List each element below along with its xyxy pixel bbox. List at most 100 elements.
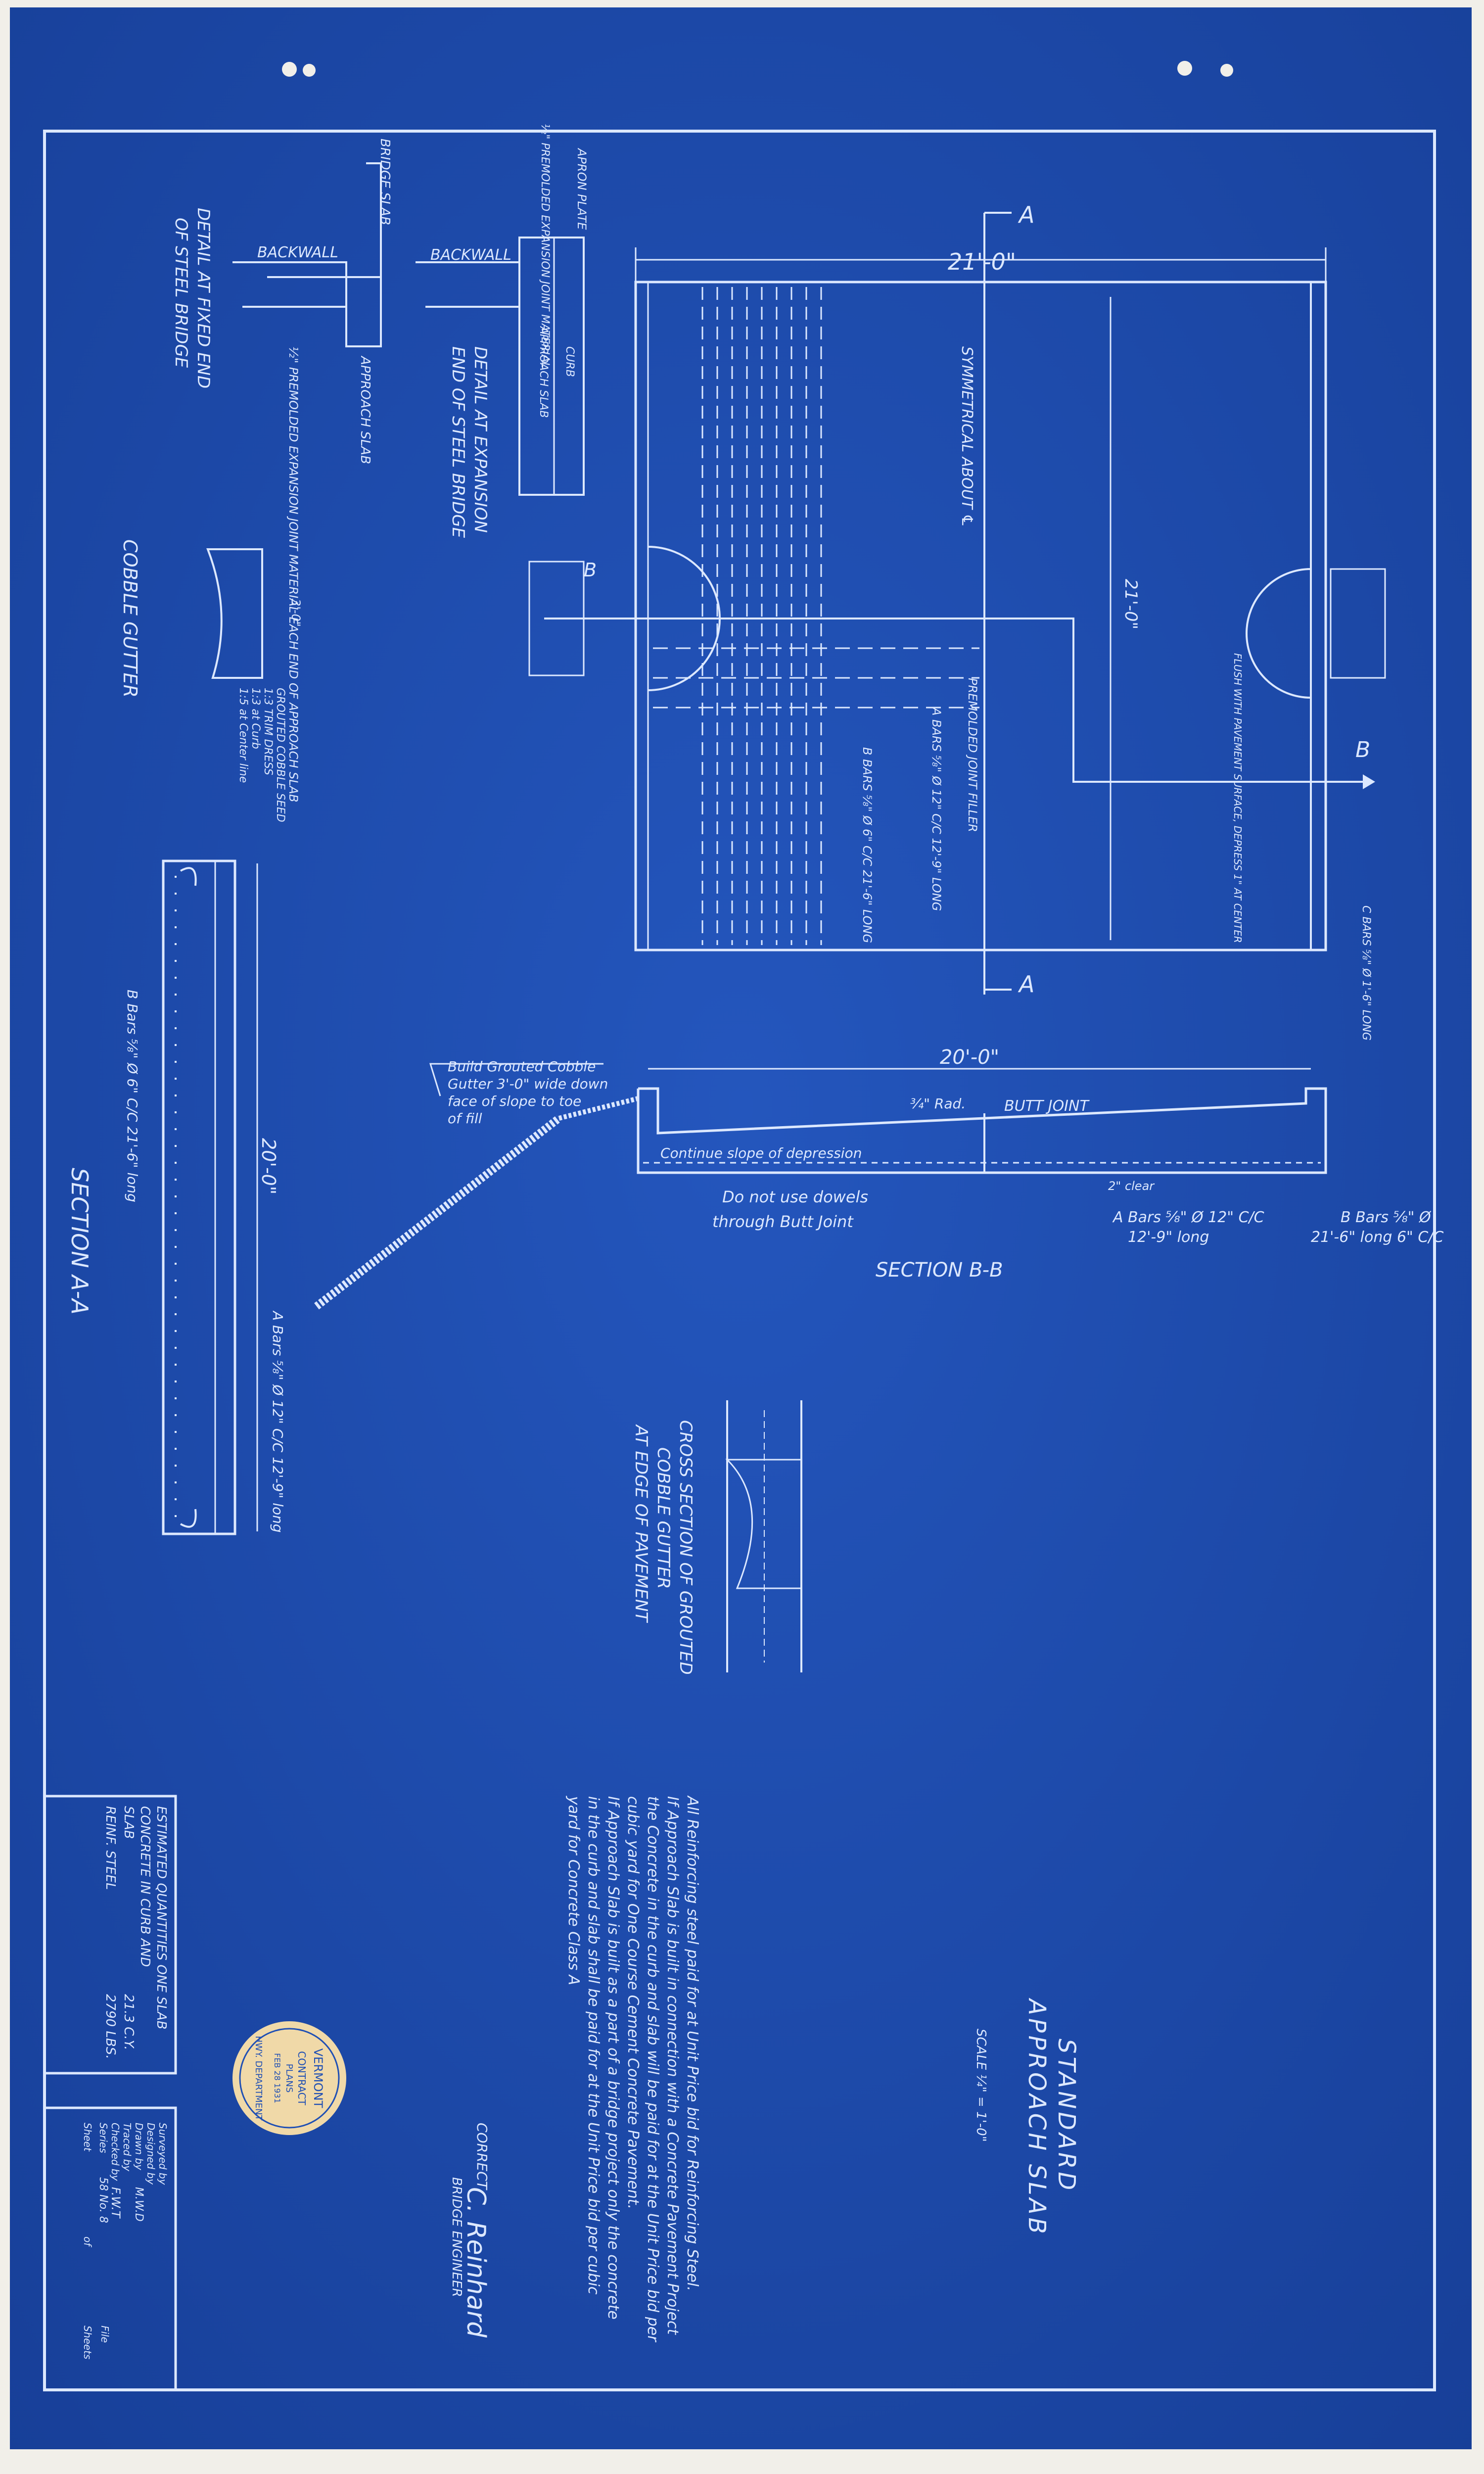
gutter-note-4: of fill <box>448 1110 482 1127</box>
approval-seal: VERMONT CONTRACT PLANS FEB 28 1931 HWY. … <box>232 2021 346 2135</box>
section-bb-a-bars: A Bars ⅝" Ø 12" C/C <box>1112 1209 1264 1226</box>
seal-disc <box>232 2021 346 2135</box>
plan-cross-bars <box>653 647 979 709</box>
punch-hole <box>1177 61 1192 76</box>
credit-label: Checked by <box>109 2123 121 2182</box>
section-b-mark-left: B <box>584 559 597 581</box>
section-aa-slab <box>162 859 236 1535</box>
of-label: of <box>82 2236 93 2247</box>
cross-section-title-3: AT EDGE OF PAVEMENT <box>631 1424 651 1623</box>
expansion-curb-label: CURB <box>563 346 576 377</box>
note-line: All Reinforcing steel paid for at Unit P… <box>684 1795 701 2291</box>
quantities-item: SLAB <box>121 1806 136 1839</box>
section-bb-dowel-note-2: through Butt Joint <box>712 1212 854 1231</box>
section-bb-butt-joint-label: BUTT JOINT <box>1004 1097 1090 1115</box>
section-b-mark-right: B <box>1355 737 1370 762</box>
section-bb-b-bars: B Bars ⅝" Ø <box>1341 1209 1432 1226</box>
section-b-arrow <box>1363 774 1375 789</box>
cobble-note-4: 1:5 at Center line <box>237 688 249 783</box>
expansion-approach-slab <box>518 237 585 496</box>
fixed-title-2: OF STEEL BRIDGE <box>171 218 191 368</box>
credit-value: F.W.T <box>109 2187 123 2219</box>
quantities-table: ESTIMATED QUANTITIES ONE SLAB CONCRETE I… <box>43 1795 177 2075</box>
cobble-note-3: 1:3 at Curb <box>249 688 262 749</box>
punch-hole <box>1220 64 1233 77</box>
fixed-joint-label: ½" PREMOLDED EXPANSION JOINT MATERIAL EA… <box>286 346 300 803</box>
note-line: If Approach Slab is built as a part of a… <box>604 1796 622 2320</box>
section-aa-a-bars: A Bars ⅝" Ø 12" C/C 12'-9" long <box>270 1310 286 1533</box>
section-bb-slab <box>637 1087 1327 1174</box>
plan-cobble-right <box>1330 568 1386 679</box>
seal-line-5: HWY. DEPARTMENT <box>253 2036 264 2121</box>
fixed-approach-slab-label: APPROACH SLAB <box>358 355 372 464</box>
section-a-mark-top: A <box>1018 201 1034 228</box>
credit-label: Traced by <box>121 2123 133 2172</box>
seal-line-2: CONTRACT <box>296 2051 308 2105</box>
quantities-value: 2790 LBS. <box>103 1994 118 2059</box>
drawing-title: STANDARD APPROACH SLAB SCALE ¼" = 1'-0" … <box>449 1998 1080 2338</box>
section-aa-hook-top <box>180 867 197 886</box>
cobble-slope <box>314 1115 561 1310</box>
quantities-heading: ESTIMATED QUANTITIES ONE SLAB <box>154 1806 169 2030</box>
expansion-backwall <box>416 261 520 308</box>
plan-view: B B A A 21'-0" 21'-0" <box>528 201 1386 1041</box>
quantities-subheading: CONCRETE IN CURB AND <box>138 1806 152 1967</box>
quantities-value: 21.3 C.Y. <box>121 1994 136 2050</box>
section-bb-rad: ¾" Rad. <box>910 1095 966 1112</box>
credit-label: Designed by <box>145 2123 157 2185</box>
section-bb: 20'-0" ¾" Rad. BUTT JOINT Continue slope… <box>314 1046 1443 1310</box>
detail-expansion-end: BACKWALL APRON PLATE CURB APPROACH SLAB … <box>416 124 589 538</box>
cobble-gutter-width: 3'-0" <box>289 599 303 627</box>
note-line: in the curb and slab shall be paid for a… <box>585 1796 602 2295</box>
detail-fixed-end: BACKWALL BRIDGE SLAB APPROACH SLAB ½" PR… <box>171 139 392 803</box>
cross-section-cobbles <box>725 1459 802 1589</box>
cobble-note-1: GROUTED COBBLE SEED <box>274 688 286 822</box>
plan-length-dimension: 21'-0" <box>1121 579 1141 629</box>
expansion-title-2: END OF STEEL BRIDGE <box>448 346 468 538</box>
a-bars-note: A BARS ⅝" Ø 12" C/C 12'-9" LONG <box>929 707 943 911</box>
section-aa-hook-bottom <box>180 1509 197 1528</box>
gutter-note-1: Build Grouted Cobble <box>448 1058 596 1075</box>
cross-section-title-1: CROSS SECTION OF GROUTED <box>676 1420 696 1675</box>
cobble-gutter-detail: 3'-0" GROUTED COBBLE SEED 1:3 TRIM DRESS… <box>119 539 303 822</box>
credits-box <box>43 2106 177 2391</box>
quantities-box <box>43 1795 177 2075</box>
engineer-signature: C. Reinhard <box>461 2187 491 2338</box>
depression-note: FLUSH WITH PAVEMENT SURFACE, DEPRESS 1" … <box>1232 653 1244 943</box>
section-aa-b-bars: B Bars ⅝" Ø 6" C/C 21'-6" long <box>124 990 140 1202</box>
note-line: If Approach Slab is built in connection … <box>664 1796 681 2335</box>
quantities-item: REINF. STEEL <box>103 1806 118 1890</box>
title-line-1: STANDARD <box>1053 2039 1080 2193</box>
plan-cobble-left <box>528 561 585 676</box>
plan-width-dimension: 21'-0" <box>948 248 1016 275</box>
section-aa-title: SECTION A-A <box>66 1168 93 1315</box>
note-line: yard for Concrete Class A <box>565 1796 582 1985</box>
credit-label: Drawn by <box>133 2123 145 2171</box>
seal-line-4: FEB 28 1931 <box>273 2053 282 2103</box>
seal-ring <box>239 2028 340 2129</box>
symmetrical-note: SYMMETRICAL ABOUT ℄ <box>958 346 975 527</box>
fixed-bridge-slab <box>267 162 382 278</box>
sheets-label: Sheets <box>82 2326 93 2359</box>
section-bb-a-bars-length: 12'-9" long <box>1128 1229 1209 1246</box>
section-bb-title: SECTION B-B <box>876 1259 1003 1282</box>
section-bb-b-bars-length: 21'-6" long 6" C/C <box>1311 1229 1443 1246</box>
plan-slab-outline <box>634 281 1327 952</box>
plan-a-bars <box>701 287 822 945</box>
section-aa-dimension: 20'-0" <box>258 1138 279 1194</box>
section-bb-dimension: 20'-0" <box>940 1046 999 1069</box>
punch-hole <box>282 62 297 77</box>
gutter-note-2: Gutter 3'-0" wide down <box>448 1076 608 1092</box>
cobble-gutter-title: COBBLE GUTTER <box>119 539 141 698</box>
expansion-approach-label: APPROACH SLAB <box>537 326 550 418</box>
seal-line-3: PLANS <box>284 2064 294 2093</box>
note-line: the Concrete in the curb and slab will b… <box>644 1796 661 2342</box>
cobble-slope-top <box>558 1096 639 1121</box>
title-line-2: APPROACH SLAB <box>1023 1998 1051 2237</box>
credits-table: Surveyed by Designed by Drawn by M.W.D T… <box>43 2106 177 2391</box>
plan-depression-right <box>1246 568 1311 699</box>
punch-hole <box>303 64 316 77</box>
title-scale: SCALE ¼" = 1'-0" <box>974 2029 988 2142</box>
